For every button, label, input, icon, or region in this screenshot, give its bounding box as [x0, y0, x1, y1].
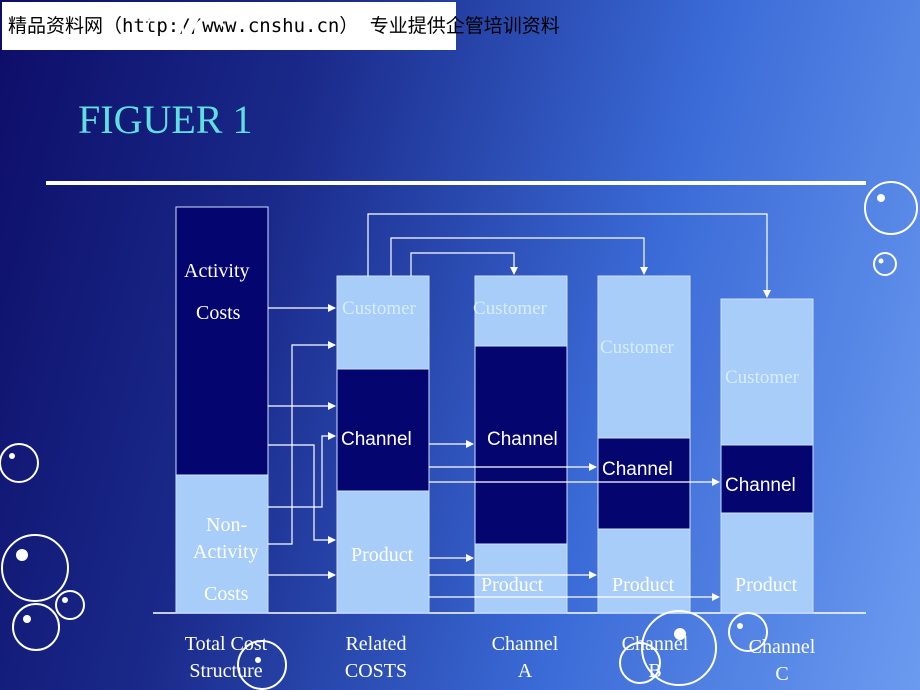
nonactivity-costs-label: Costs: [204, 583, 249, 605]
channel-c-label: Channel C: [722, 634, 842, 688]
channel-a-line2: A: [517, 660, 533, 682]
related-product-block: [336, 490, 430, 614]
channel-b-label: Channel B: [595, 631, 715, 685]
channel-c-customer-label: Customer: [725, 367, 799, 388]
channel-a-channel-block: [474, 345, 568, 545]
channel-b-product-label: Product: [612, 574, 675, 596]
channel-c-product-block: [720, 512, 814, 614]
channel-b-product-block: [597, 528, 691, 614]
channel-c-line2: C: [775, 663, 789, 685]
cost-allocation-arrows: [268, 213, 771, 601]
activity-costs-label: Costs: [196, 302, 241, 324]
decorative-bubbles: [0, 11, 918, 690]
channel-a-product-block: [474, 543, 568, 614]
channel-a-customer-block: [474, 275, 568, 347]
activity-costs-block: [175, 206, 269, 476]
total-cost-line1: Total Cost: [184, 633, 268, 655]
channel-b-customer-label: Customer: [600, 337, 674, 358]
channel-a-line1: Channel: [491, 633, 559, 655]
banner: 精品资料网（http://www.cnshu.cn） 专业提供企管培训资料: [2, 2, 560, 50]
channel-b-line2: B: [648, 660, 662, 682]
related-customer-label: Customer: [342, 298, 416, 319]
activity-label: Activity: [184, 260, 250, 282]
channel-c-channel-label: Channel: [725, 475, 796, 496]
channel-b-customer-block: [597, 275, 691, 439]
channel-b-channel-block: [597, 437, 691, 530]
activity-nonact-label: Activity: [193, 541, 259, 563]
channel-c-channel-block: [720, 444, 814, 514]
channel-a-customer-label: Customer: [473, 298, 547, 319]
related-channel-label: Channel: [341, 429, 412, 450]
title-divider: [46, 181, 866, 185]
channel-a-label: Channel A: [465, 631, 585, 685]
slide-title: FIGUER 1: [78, 97, 253, 142]
related-line1: Related: [345, 633, 407, 655]
non-label: Non-: [206, 514, 248, 536]
total-cost-structure-label: Total Cost Structure: [166, 631, 286, 685]
channel-c-line1: Channel: [748, 636, 816, 658]
channel-a-channel-label: Channel: [487, 429, 558, 450]
related-customer-block: [336, 275, 430, 370]
channel-a-product-label: Product: [481, 574, 544, 596]
channel-c-product-label: Product: [735, 574, 798, 596]
related-line2: COSTS: [344, 660, 408, 682]
channel-c-customer-block: [720, 298, 814, 446]
total-cost-line2: Structure: [189, 660, 263, 682]
nonactivity-costs-block: [175, 474, 269, 614]
related-costs-label: Related COSTS: [316, 631, 436, 685]
channel-b-channel-label: Channel: [602, 459, 673, 480]
channel-b-line1: Channel: [621, 633, 689, 655]
bubble-highlights: [9, 194, 885, 663]
related-product-label: Product: [351, 544, 414, 566]
